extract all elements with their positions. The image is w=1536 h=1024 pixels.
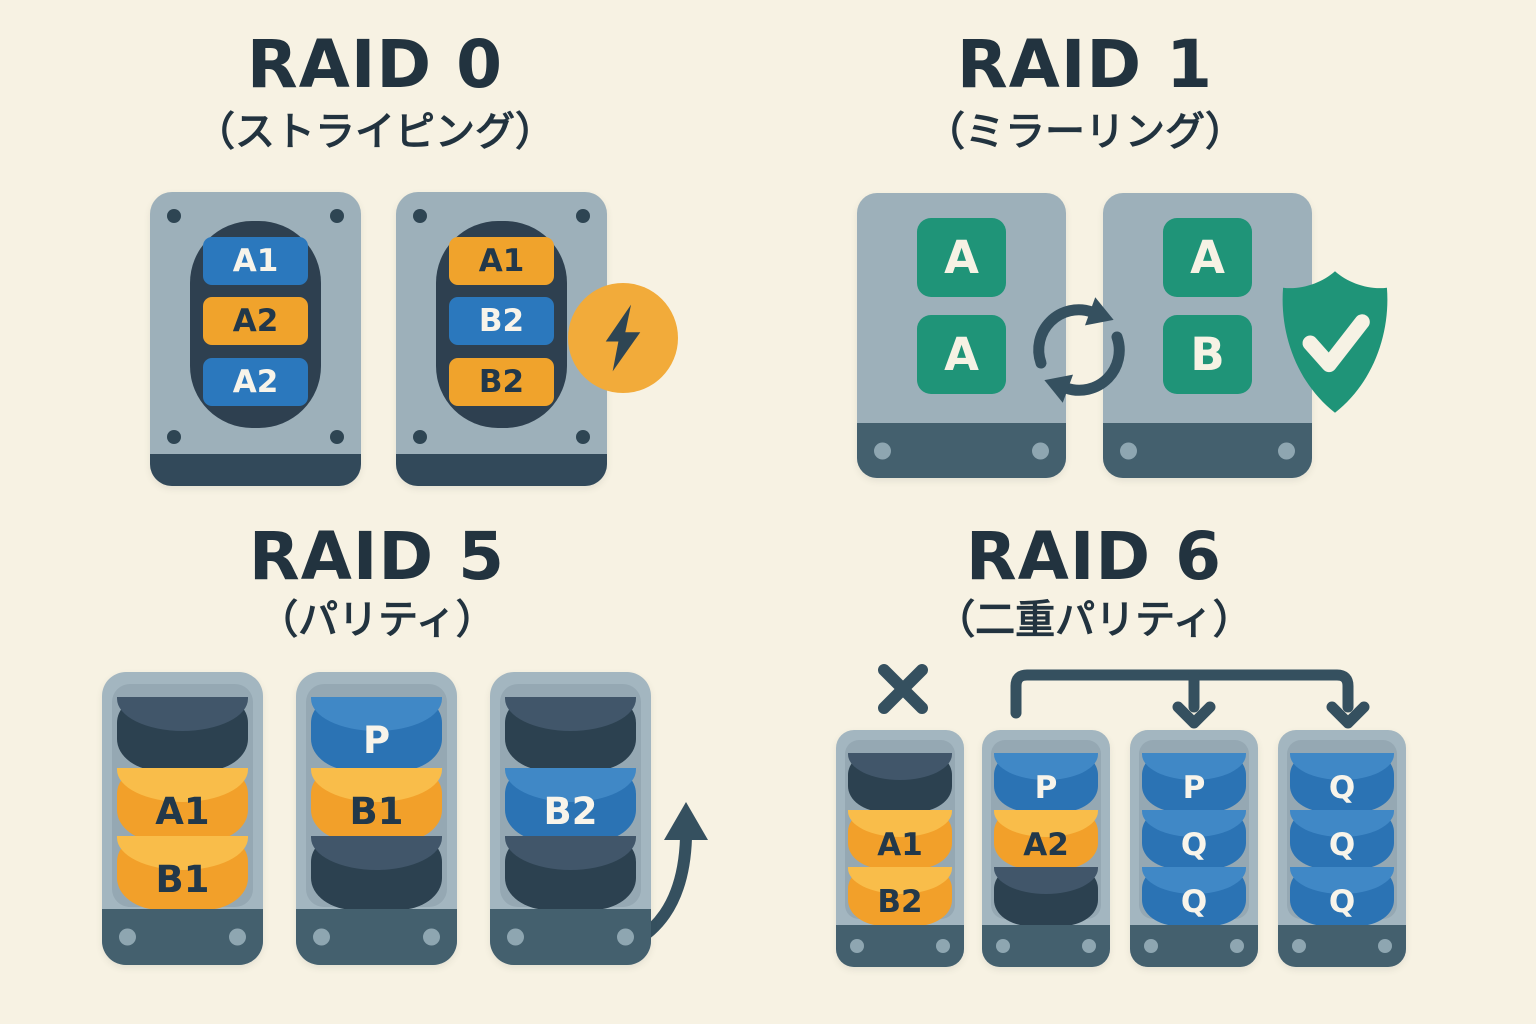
drive-base: [982, 925, 1110, 967]
drive-base: [1103, 423, 1312, 478]
screw-icon: [413, 209, 427, 223]
screw-icon: [229, 928, 246, 946]
raid5-subtitle: （パリティ）: [258, 597, 496, 643]
drive-base: [1278, 925, 1406, 967]
raid5-drive-1: A1 B1: [102, 672, 263, 965]
disk-platter: A2: [994, 810, 1098, 869]
screw-icon: [996, 939, 1010, 953]
screw-icon: [850, 939, 864, 953]
screw-icon: [1230, 939, 1244, 953]
disk-platter: A1: [117, 768, 248, 842]
screw-icon: [1278, 442, 1295, 459]
disk-platter: [505, 836, 636, 910]
raid1-subtitle: （ミラーリング）: [925, 109, 1245, 155]
drive-base: [296, 909, 457, 965]
screw-icon: [576, 430, 590, 444]
disk-platter: [117, 697, 248, 771]
screw-icon: [576, 209, 590, 223]
raid5-drive-2: P B1: [296, 672, 457, 965]
data-block: A: [917, 315, 1006, 394]
screw-icon: [167, 209, 181, 223]
disk-platter: P: [994, 753, 1098, 812]
raid0-title: RAID 0: [246, 26, 504, 103]
sync-arrows-icon: [1033, 297, 1125, 403]
disk-platter: B1: [117, 836, 248, 910]
screw-icon: [119, 928, 136, 946]
data-block: B2: [449, 358, 554, 406]
data-block: A1: [449, 237, 554, 285]
screw-icon: [413, 430, 427, 444]
branch-down-arrows-icon: [1010, 669, 1370, 729]
disk-platter: [505, 697, 636, 771]
data-block: A: [1163, 218, 1252, 297]
raid1-drive-1: A A: [857, 193, 1066, 478]
screw-icon: [936, 939, 950, 953]
disk-platter: [311, 836, 442, 910]
data-block: B2: [449, 297, 554, 345]
data-block: A1: [203, 237, 308, 285]
disk-platter: A1: [848, 810, 952, 869]
drive-base: [1130, 925, 1258, 967]
drive-base: [836, 925, 964, 967]
disk-platter: B1: [311, 768, 442, 842]
data-block: A2: [203, 297, 308, 345]
data-block: A2: [203, 358, 308, 406]
screw-icon: [1292, 939, 1306, 953]
drive-base: [102, 909, 263, 965]
disk-platter: B2: [505, 768, 636, 842]
raid0-subtitle: （ストライピング）: [195, 109, 555, 155]
screw-icon: [330, 430, 344, 444]
disk-platter: P: [311, 697, 442, 771]
disk-platter: Q: [1142, 867, 1246, 926]
screw-icon: [423, 928, 440, 946]
data-block: B: [1163, 315, 1252, 394]
screw-icon: [507, 928, 524, 946]
raid6-drive-2: P A2: [982, 730, 1110, 967]
disk-platter: [848, 753, 952, 812]
disk-platter: [994, 867, 1098, 926]
screw-icon: [167, 430, 181, 444]
screw-icon: [1144, 939, 1158, 953]
disk-platter: Q: [1290, 753, 1394, 812]
lightning-bolt-glyph: [605, 304, 641, 372]
disk-platter: B2: [848, 867, 952, 926]
raid5-drive-3: B2: [490, 672, 651, 965]
raid5-title: RAID 5: [248, 518, 506, 595]
disk-platter: Q: [1290, 810, 1394, 869]
drive-base: [490, 909, 651, 965]
raid1-title: RAID 1: [956, 26, 1214, 103]
screw-icon: [1120, 442, 1137, 459]
raid0-drive-1: A1 A2 A2: [150, 192, 361, 486]
disk-platter: Q: [1290, 867, 1394, 926]
raid6-title: RAID 6: [965, 518, 1223, 595]
disk-platter: P: [1142, 753, 1246, 812]
screw-icon: [1082, 939, 1096, 953]
drive-base: [150, 454, 361, 486]
shield-check-icon: [1282, 271, 1388, 413]
screw-icon: [874, 442, 891, 459]
drive-base: [396, 454, 607, 486]
raid6-drive-1: A1 B2: [836, 730, 964, 967]
screw-icon: [1032, 442, 1049, 459]
screw-icon: [313, 928, 330, 946]
disk-platter: Q: [1142, 810, 1246, 869]
drive-base: [857, 423, 1066, 478]
raid1-drive-2: A B: [1103, 193, 1312, 478]
data-block: A: [917, 218, 1006, 297]
screw-icon: [617, 928, 634, 946]
raid6-subtitle: （二重パリティ）: [935, 597, 1253, 643]
x-mark-icon: [878, 664, 928, 714]
raid6-drive-4: Q Q Q: [1278, 730, 1406, 967]
screw-icon: [330, 209, 344, 223]
screw-icon: [1378, 939, 1392, 953]
lightning-icon: [568, 283, 678, 393]
raid6-drive-3: P Q Q: [1130, 730, 1258, 967]
